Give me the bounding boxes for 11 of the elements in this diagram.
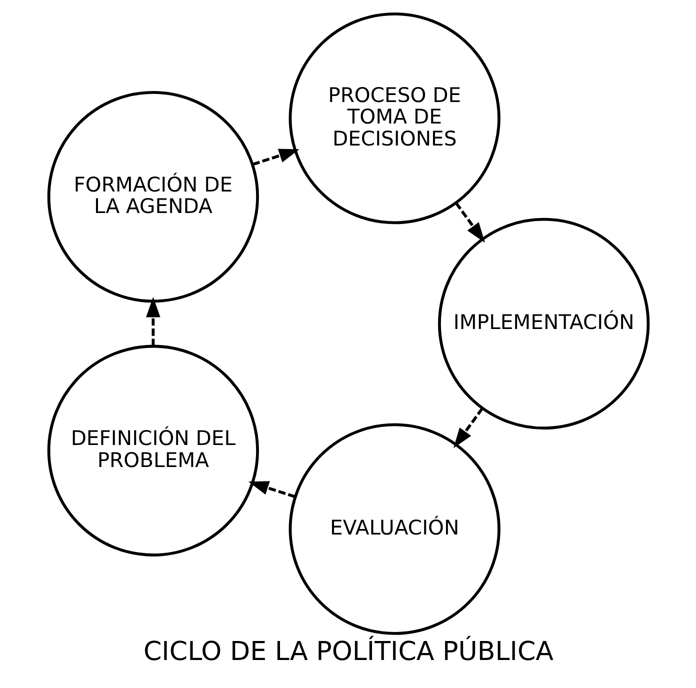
node-circle: DEFINICIÓN DEL PROBLEMA bbox=[46, 344, 258, 556]
node-circle: FORMACIÓN DE LA AGENDA bbox=[46, 90, 258, 303]
diagram-title: CICLO DE LA POLÍTICA PÚBLICA bbox=[142, 637, 554, 668]
arrow bbox=[146, 296, 160, 346]
arrow bbox=[454, 202, 484, 243]
arrow bbox=[248, 481, 295, 498]
arrow bbox=[252, 148, 299, 166]
node-circle: IMPLEMENTACIÓN bbox=[438, 218, 650, 430]
node-circle: PROCESO DE TOMA DE DECISIONES bbox=[288, 12, 500, 224]
node-circle: EVALUACIÓN bbox=[288, 423, 500, 635]
arrow bbox=[452, 408, 483, 448]
